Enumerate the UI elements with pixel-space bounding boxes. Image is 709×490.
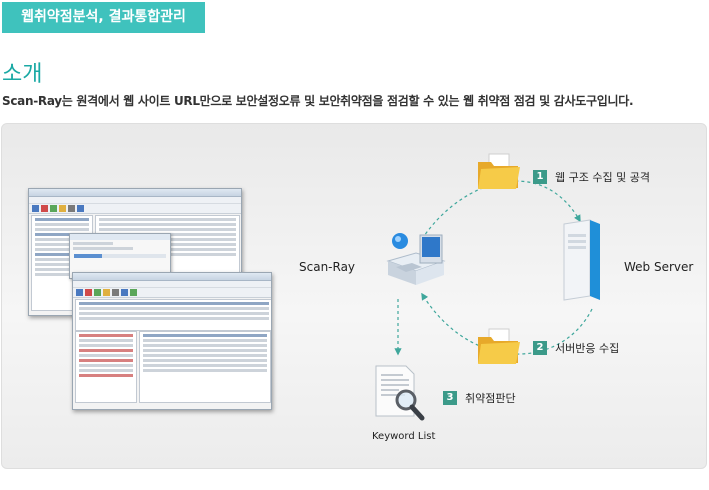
diagram-panel: Scan-Ray Web Server Keyword List 1 웹 구조 … xyxy=(1,123,707,469)
step-label: 취약점판단 xyxy=(465,392,516,405)
keyword-document-icon xyxy=(375,365,425,421)
page-description: Scan-Ray는 원격에서 웹 사이트 URL만으로 보안설정오류 및 보안취… xyxy=(2,94,634,108)
step-number: 2 xyxy=(533,341,547,355)
step-number: 3 xyxy=(443,391,457,405)
step-1: 1 웹 구조 수집 및 공격 xyxy=(533,169,650,185)
scanner-label: Scan-Ray xyxy=(299,260,356,274)
web-server-label: Web Server xyxy=(624,260,694,274)
keyword-list-label: Keyword List xyxy=(372,431,436,442)
flow-arrow-to-server xyxy=(421,180,581,240)
folder-icon xyxy=(478,153,520,189)
step-label: 서버반응 수집 xyxy=(555,342,620,355)
flow-diagram xyxy=(394,180,593,356)
scanner-computer-icon xyxy=(386,233,446,285)
step-2: 2 서버반응 수집 xyxy=(533,340,619,356)
step-3: 3 취약점판단 xyxy=(443,390,516,406)
app-screenshot-front xyxy=(72,272,272,410)
step-label: 웹 구조 수집 및 공격 xyxy=(555,171,650,184)
web-server-icon xyxy=(563,219,600,301)
step-number: 1 xyxy=(533,170,547,184)
flow-arrow-to-scanner xyxy=(421,292,593,355)
folder-icon xyxy=(478,328,520,364)
page-title: 소개 xyxy=(2,62,43,87)
section-badge: 웹취약점분석, 결과통합관리 xyxy=(2,2,205,33)
